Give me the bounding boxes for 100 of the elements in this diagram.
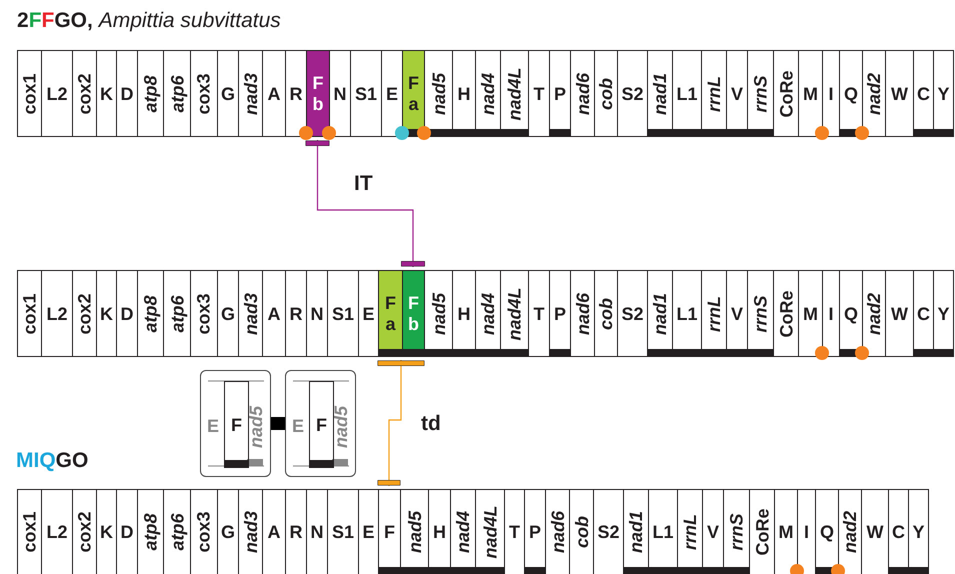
gene-cell <box>137 270 164 357</box>
gene-label: W <box>891 304 908 322</box>
gene-cell <box>262 270 286 357</box>
gene-cell <box>424 270 453 357</box>
connector <box>271 417 285 430</box>
gene-cell <box>475 50 501 137</box>
copy-label: b <box>312 95 324 113</box>
gene-label: L1 <box>652 523 674 541</box>
gene-label: Y <box>937 304 950 322</box>
gene-label: K <box>100 84 113 102</box>
gene-label: A <box>268 523 280 541</box>
gene-cell <box>528 270 550 357</box>
gene-label: cox2 <box>76 292 94 334</box>
gene-label: rrnL <box>705 76 723 112</box>
gene-cell <box>723 489 750 574</box>
gene-cell <box>647 50 673 137</box>
gene-label: S2 <box>621 84 644 102</box>
gene-cell <box>623 489 649 574</box>
gene-label: cox2 <box>76 72 94 114</box>
gene-cell <box>500 50 529 137</box>
gene-label: rrnS <box>728 514 746 550</box>
gene-label: D <box>120 523 134 541</box>
gene-label: cox2 <box>76 511 94 553</box>
gene-label: Q <box>820 523 834 541</box>
gene-label: cob <box>597 298 615 330</box>
gene-cell <box>475 489 505 574</box>
gene-cell <box>41 270 73 357</box>
gene-cell <box>306 270 328 357</box>
connector <box>378 360 424 486</box>
gene-cell <box>822 50 840 137</box>
gene-cell <box>116 270 138 357</box>
gene-label: Q <box>844 84 858 102</box>
connector <box>306 140 425 267</box>
gene-cell <box>528 50 550 137</box>
gene-label: cox3 <box>195 72 213 114</box>
gene-cell <box>238 270 263 357</box>
gene-cell <box>617 270 648 357</box>
gene-cell <box>747 270 774 357</box>
gene-cell <box>96 50 117 137</box>
gene-label: CoRe <box>753 508 771 556</box>
gene-label: A <box>268 84 280 102</box>
gene-label: cox1 <box>20 292 38 334</box>
gene-label: E <box>362 523 374 541</box>
gene-label: nad4L <box>506 67 524 120</box>
gene-cell <box>72 50 97 137</box>
gene-label: W <box>866 523 884 541</box>
gene-label: G <box>220 304 235 322</box>
gene-label: nad3 <box>242 292 260 334</box>
copy-label: a <box>385 315 396 333</box>
gene-label: atp6 <box>168 514 186 550</box>
gene-label: cob <box>597 78 615 110</box>
gene-label: cob <box>572 516 590 548</box>
gene-label: M <box>778 523 794 541</box>
gene-label: nad5 <box>430 292 448 334</box>
gene-label: CoRe <box>777 70 795 117</box>
gene-label: R <box>290 84 302 102</box>
gene-cell <box>913 50 934 137</box>
gene-cell <box>839 270 863 357</box>
gene-label: C <box>917 304 930 322</box>
gene-cell <box>327 270 359 357</box>
gene-label: H <box>433 523 446 541</box>
gene-cell <box>885 270 914 357</box>
inset-panel <box>285 370 356 477</box>
gene-label: cox1 <box>20 72 38 114</box>
gene-cell <box>72 270 97 357</box>
gene-label: C <box>917 84 930 102</box>
gene-cell <box>647 270 673 357</box>
gene-label: R <box>290 523 302 541</box>
gene-label: V <box>730 84 743 102</box>
gene-label: I <box>828 304 834 322</box>
gene-label: T <box>509 523 520 541</box>
gene-label: F <box>312 74 324 92</box>
inset-panel <box>200 370 271 477</box>
gene-label: Q <box>844 304 858 322</box>
gene-cell <box>862 270 886 357</box>
gene-label: S2 <box>597 523 620 541</box>
gene-label: E <box>292 417 304 435</box>
gene-cell <box>285 270 307 357</box>
gene-cell <box>190 270 218 357</box>
gene-label: nad2 <box>865 292 883 334</box>
gene-cell <box>570 270 595 357</box>
gene-label: nad3 <box>242 511 260 553</box>
gene-label: E <box>386 84 398 102</box>
gene-label: atp6 <box>168 75 186 112</box>
gene-cell <box>424 50 453 137</box>
gene-label: atp8 <box>142 75 160 112</box>
gene-label: G <box>220 84 235 102</box>
gene-cell <box>747 50 774 137</box>
gene-label: W <box>891 84 908 102</box>
gene-label: rrnS <box>752 75 770 112</box>
gene-cell <box>190 50 218 137</box>
copy-label: a <box>408 95 418 113</box>
gene-label: S1 <box>332 523 354 541</box>
gene-cell <box>888 489 909 574</box>
gene-cell <box>815 489 839 574</box>
title: 2FFGO, Ampittia subvittatus <box>17 9 281 33</box>
gene-cell <box>672 270 702 357</box>
gene-cell <box>726 50 748 137</box>
gene-cell <box>163 50 191 137</box>
gene-label: nad4 <box>479 292 497 334</box>
